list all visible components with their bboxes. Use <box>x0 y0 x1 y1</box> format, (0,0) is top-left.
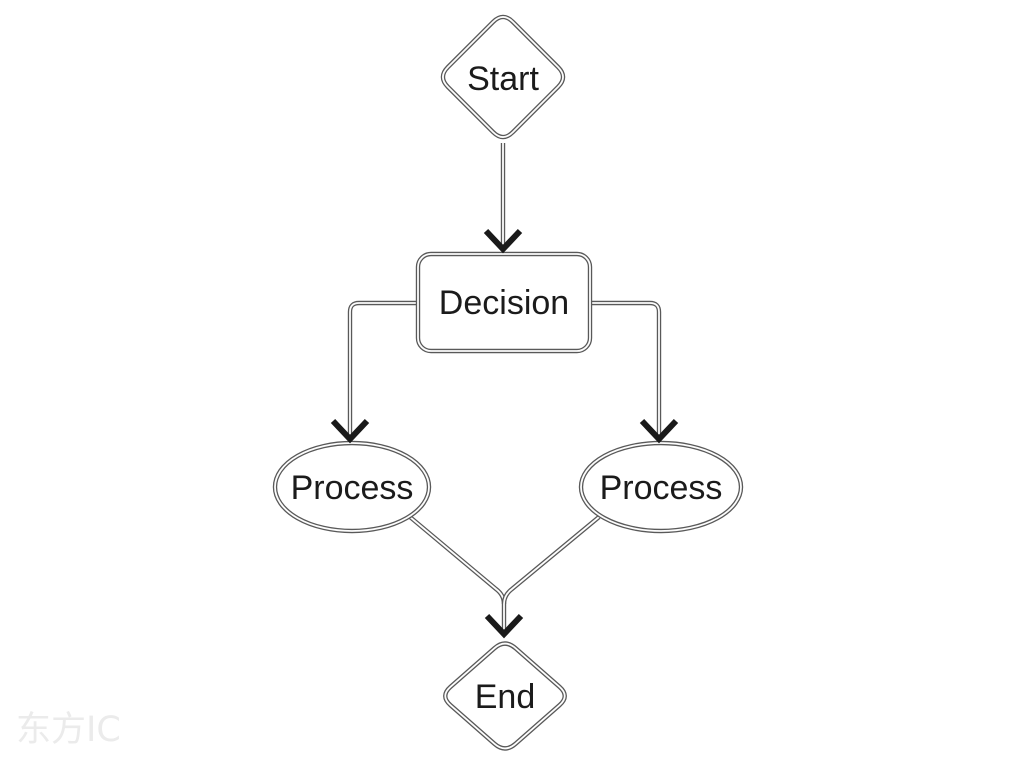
process-right-label: Process <box>600 469 723 507</box>
edge-line <box>501 515 601 605</box>
node-start: Start <box>440 14 566 140</box>
arrowheads-layer <box>330 228 679 639</box>
edge-decision-process-right <box>590 300 662 438</box>
end-label: End <box>475 678 536 716</box>
edge-line-core <box>349 302 418 438</box>
process-right-ellipse-shape-core <box>580 442 742 532</box>
arrowhead-into-end <box>484 613 524 639</box>
decision-label: Decision <box>439 284 569 322</box>
edges-layer <box>347 143 662 634</box>
arrowhead-into-process-right <box>639 418 679 444</box>
process-left-ellipse-shape-core <box>274 442 430 532</box>
edge-line-core <box>590 302 660 438</box>
node-process-left: Process <box>272 440 432 534</box>
start-diamond-shape-core <box>442 16 564 138</box>
nodes-layer: Start Decision Process Process <box>272 14 744 751</box>
edge-decision-process-left <box>347 300 418 438</box>
node-decision: Decision <box>415 251 593 354</box>
edge-line <box>590 300 662 438</box>
start-label: Start <box>467 60 539 98</box>
edge-line <box>347 300 418 438</box>
end-diamond-shape-core <box>444 642 566 750</box>
process-left-label: Process <box>291 469 414 507</box>
arrowhead-into-decision <box>483 228 523 254</box>
decision-rect-shape-core <box>417 253 591 352</box>
edge-process-right-end <box>501 515 601 605</box>
watermark-text: 东方IC <box>16 710 121 750</box>
node-process-right: Process <box>578 440 744 534</box>
arrowhead-into-process-left <box>330 418 370 444</box>
edge-line-core <box>503 516 600 605</box>
node-end: End <box>443 641 567 751</box>
